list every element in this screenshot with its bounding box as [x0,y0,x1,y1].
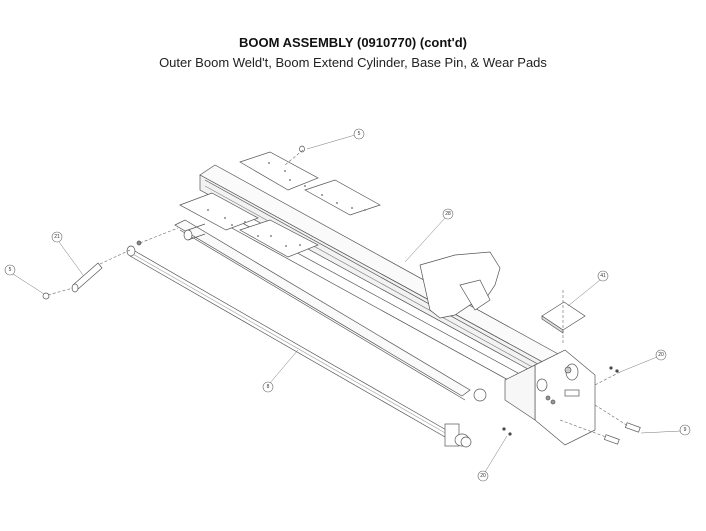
retaining-ring-top [299,145,305,153]
svg-text:28: 28 [445,211,451,217]
base-pin [71,262,103,293]
svg-text:5: 5 [9,267,12,273]
svg-text:41: 41 [600,273,606,279]
diagram-subtitle: Outer Boom Weld't, Boom Extend Cylinder,… [159,55,547,70]
callout-21: 21 [51,231,63,243]
bolt-lower [603,434,620,445]
outer-boom-weldment [174,151,596,446]
wear-pad [541,301,586,331]
svg-text:8: 8 [267,384,270,390]
callout-20-bottom: 20 [477,470,489,482]
washer-right-1 [609,366,613,370]
svg-text:21: 21 [54,234,60,240]
bolt-right [624,422,641,433]
boom-extend-cylinder [126,240,472,448]
callout-5-left: 5 [4,264,16,276]
washer-bottom-2 [508,432,512,436]
washer-bottom-1 [502,427,506,431]
washer-right-2 [615,369,619,373]
callouts: 5 28 21 5 41 20 8 9 [4,128,691,482]
svg-text:20: 20 [658,352,664,358]
diagram-title: BOOM ASSEMBLY (0910770) (cont'd) [239,35,467,50]
svg-text:5: 5 [358,131,361,137]
callout-20-right: 20 [655,349,667,361]
svg-text:9: 9 [684,427,687,433]
callout-5-top: 5 [353,128,365,140]
callout-28: 28 [442,208,454,220]
callout-9: 9 [679,424,691,436]
callout-8: 8 [262,381,274,393]
retaining-ring-left [42,292,50,300]
callout-41: 41 [597,270,609,282]
svg-text:20: 20 [480,473,486,479]
